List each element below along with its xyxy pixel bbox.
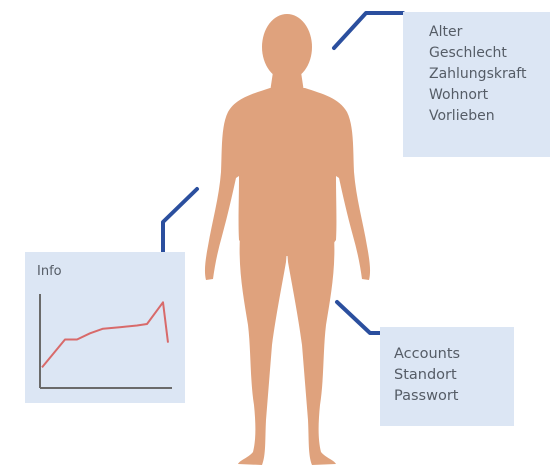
connector-top <box>334 13 403 48</box>
info-box: Info <box>25 252 185 403</box>
online-data-box: Accounts Standort Passwort <box>380 327 514 426</box>
info-chart <box>25 252 185 403</box>
chart-line <box>42 302 168 367</box>
online-data-label: Passwort <box>394 386 514 407</box>
human-silhouette <box>205 14 370 465</box>
figure-head <box>262 14 312 80</box>
figure-right-leg <box>286 236 336 465</box>
attribute-label: Wohnort <box>429 85 550 106</box>
attribute-label: Vorlieben <box>429 106 550 127</box>
attribute-label: Geschlecht <box>429 43 550 64</box>
attribute-label: Alter <box>429 22 550 43</box>
online-data-label: Standort <box>394 365 514 386</box>
online-data-label: Accounts <box>394 344 514 365</box>
figure-left-leg <box>238 236 288 465</box>
attribute-label: Zahlungskraft <box>429 64 550 85</box>
attribute-box: Alter Geschlecht Zahlungskraft Wohnort V… <box>403 12 550 157</box>
